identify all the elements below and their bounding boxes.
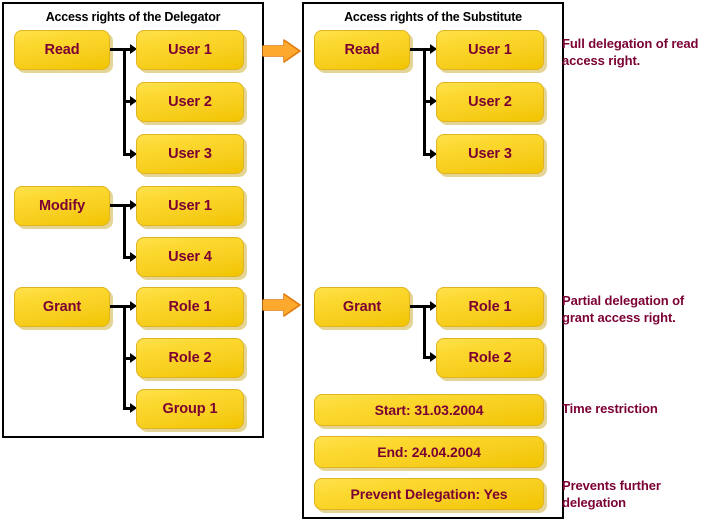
substitute-target-grant-1[interactable]: Role 2 <box>436 338 544 378</box>
arrowhead-icon <box>130 301 137 311</box>
delegator-target-modify-0[interactable]: User 1 <box>136 186 244 226</box>
delegator-right-modify[interactable]: Modify <box>14 186 110 226</box>
note-prevents-further-delegation: Prevents further delegation <box>562 478 661 510</box>
substitute-target-read-1[interactable]: User 2 <box>436 82 544 122</box>
connector-line <box>123 204 133 207</box>
delegator-target-read-1[interactable]: User 2 <box>136 82 244 122</box>
connector-line <box>123 407 133 410</box>
arrowhead-icon <box>130 149 137 159</box>
delegator-target-grant-2[interactable]: Group 1 <box>136 389 244 429</box>
connector-line <box>423 356 433 359</box>
connector-line <box>123 100 133 103</box>
arrowhead-icon <box>430 352 437 362</box>
arrowhead-icon <box>130 96 137 106</box>
delegator-target-read-0[interactable]: User 1 <box>136 30 244 70</box>
substitute-target-read-2[interactable]: User 3 <box>436 134 544 174</box>
arrowhead-icon <box>130 200 137 210</box>
connector-line <box>110 48 126 51</box>
connector-line <box>423 305 433 308</box>
connector-line <box>123 305 133 308</box>
note-full-delegation: Full delegation of read access right. <box>562 36 699 68</box>
substitute-panel-title: Access rights of the Substitute <box>344 10 522 24</box>
delegator-panel-title: Access rights of the Delegator <box>45 10 221 24</box>
delegator-target-grant-1[interactable]: Role 2 <box>136 338 244 378</box>
connector-line <box>110 204 126 207</box>
arrowhead-icon <box>130 252 137 262</box>
arrowhead-icon <box>430 301 437 311</box>
connector-line <box>410 48 426 51</box>
read-delegation-arrow <box>262 38 302 69</box>
substitute-target-read-0[interactable]: User 1 <box>436 30 544 70</box>
connector-line <box>423 48 433 51</box>
delegator-right-grant[interactable]: Grant <box>14 287 110 327</box>
substitute-attribute-start[interactable]: Start: 31.03.2004 <box>314 394 544 426</box>
connector-line <box>423 153 433 156</box>
delegator-right-read[interactable]: Read <box>14 30 110 70</box>
arrowhead-icon <box>130 44 137 54</box>
substitute-attribute-prevent-delegation[interactable]: Prevent Delegation: Yes <box>314 478 544 510</box>
note-time-restriction: Time restriction <box>562 401 658 416</box>
grant-delegation-arrow <box>262 292 302 323</box>
connector-line <box>110 305 126 308</box>
arrowhead-icon <box>130 403 137 413</box>
substitute-attribute-end[interactable]: End: 24.04.2004 <box>314 436 544 468</box>
arrowhead-icon <box>430 44 437 54</box>
substitute-right-read[interactable]: Read <box>314 30 410 70</box>
substitute-right-grant[interactable]: Grant <box>314 287 410 327</box>
substitute-target-grant-0[interactable]: Role 1 <box>436 287 544 327</box>
connector-line <box>123 256 133 259</box>
connector-line <box>123 48 133 51</box>
note-partial-delegation: Partial delegation of grant access right… <box>562 293 685 325</box>
connector-line <box>423 305 426 359</box>
connector-line <box>410 305 426 308</box>
arrowhead-icon <box>430 96 437 106</box>
connector-line <box>123 204 126 256</box>
delegator-target-read-2[interactable]: User 3 <box>136 134 244 174</box>
arrowhead-icon <box>130 353 137 363</box>
delegator-target-modify-1[interactable]: User 4 <box>136 237 244 277</box>
delegator-target-grant-0[interactable]: Role 1 <box>136 287 244 327</box>
arrowhead-icon <box>430 149 437 159</box>
connector-line <box>423 100 433 103</box>
connector-line <box>123 153 133 156</box>
connector-line <box>123 357 133 360</box>
